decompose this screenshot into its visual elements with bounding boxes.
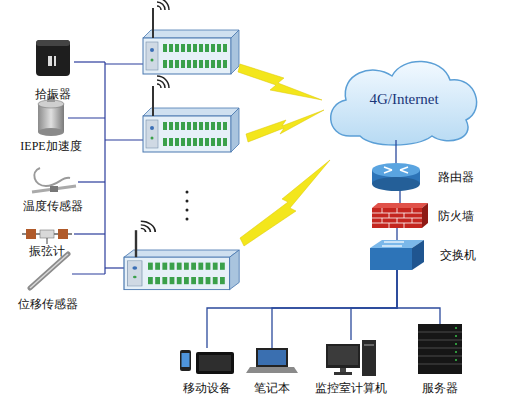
acquisition-unit <box>143 76 239 152</box>
device-node: 移动设备 <box>178 348 236 374</box>
firewall-node: 防火墙 <box>372 203 428 228</box>
acquisition-unit <box>124 221 239 289</box>
sensor-node: 位移传感器 <box>26 252 70 290</box>
vibrating-wire-icon <box>22 229 72 244</box>
temperature-probe-icon <box>32 168 76 192</box>
node-label: IEPE加速度 <box>20 139 81 153</box>
node-label: 笔记本 <box>254 381 290 395</box>
desktop-computer-icon <box>326 340 376 376</box>
accelerometer-icon <box>38 96 64 136</box>
mobile-devices-icon <box>180 350 234 374</box>
node-label: 振弦计 <box>29 244 65 258</box>
acquisition-unit <box>143 0 239 74</box>
displacement-icon <box>30 254 68 288</box>
network-link <box>272 270 397 348</box>
node-label: 温度传感器 <box>23 199 83 213</box>
device-node: 监控室计算机 <box>325 340 377 376</box>
cloud-node: 4G/Internet <box>330 58 478 140</box>
sensor-node: IEPE加速度 <box>36 100 66 136</box>
sensor-node: 振弦计 <box>22 226 72 244</box>
cloud-label: 4G/Internet <box>330 58 478 140</box>
router-icon <box>372 163 420 191</box>
switch-node: 交换机 <box>370 240 424 270</box>
network-link <box>351 270 397 340</box>
ellipsis-dots <box>186 191 189 221</box>
wireless-bolt <box>238 64 330 246</box>
device-node: 服务器 <box>415 324 465 374</box>
node-label: 防火墙 <box>438 209 474 223</box>
node-label: 移动设备 <box>183 381 231 395</box>
laptop-icon <box>246 348 298 373</box>
router-node: 路由器 <box>372 163 420 191</box>
node-label: 路由器 <box>438 170 474 184</box>
server-icon <box>418 324 462 374</box>
network-link <box>207 270 397 348</box>
network-link <box>399 191 400 203</box>
sensor-node: 温度传感器 <box>30 170 76 196</box>
device-node: 笔记本 <box>246 348 298 373</box>
sensor-wiring <box>68 62 143 274</box>
node-label: 拾振器 <box>35 87 71 101</box>
node-label: 位移传感器 <box>18 297 78 311</box>
firewall-icon <box>372 203 428 228</box>
switch-icon <box>370 240 424 270</box>
network-link <box>395 140 396 163</box>
node-label: 监控室计算机 <box>315 381 387 395</box>
pickup-icon <box>36 40 70 76</box>
sensor-node: 拾振器 <box>35 38 71 78</box>
node-label: 交换机 <box>440 248 476 262</box>
network-link <box>397 270 440 324</box>
network-link <box>396 228 397 240</box>
node-label: 服务器 <box>422 381 458 395</box>
